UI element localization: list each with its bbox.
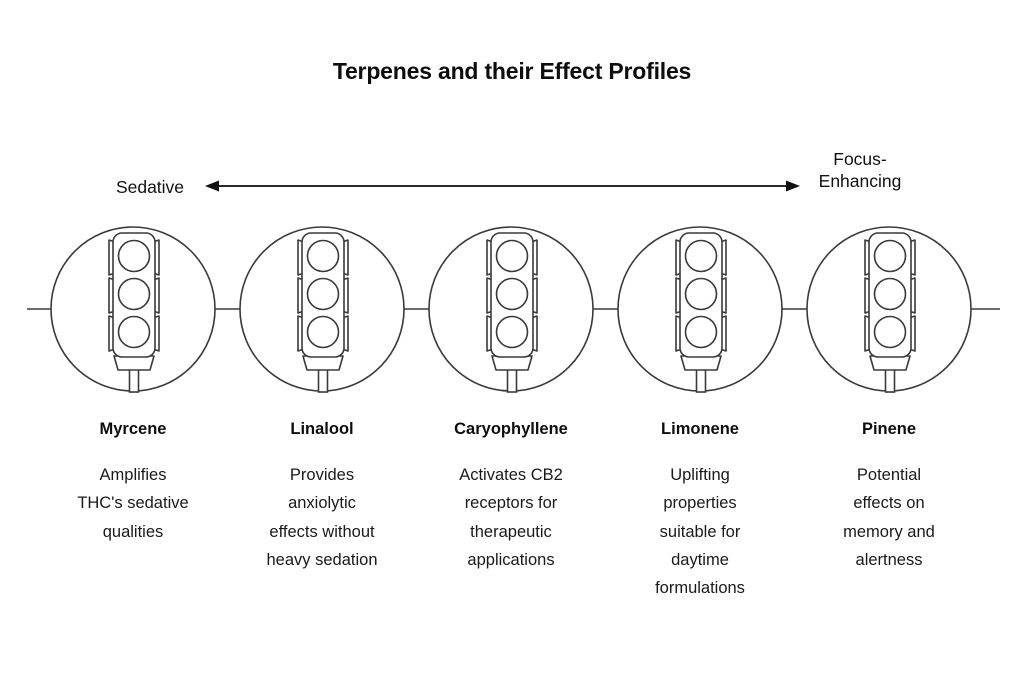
traffic-light-icon <box>864 232 916 393</box>
node-circle-myrcene <box>50 226 216 392</box>
node-description: Provides anxiolytic effects without heav… <box>266 465 378 569</box>
spectrum-left-label: Sedative <box>115 177 185 197</box>
node-label-pinene: Pinene Potential effects on memory and a… <box>801 420 977 574</box>
node-name: Caryophyllene <box>454 420 568 438</box>
node-description: Uplifting properties suitable for daytim… <box>655 465 745 598</box>
traffic-light-icon <box>297 232 349 393</box>
node-circle-pinene <box>806 226 972 392</box>
node-description: Activates CB2 receptors for therapeutic … <box>459 465 563 569</box>
node-label-linalool: Linalool Provides anxiolytic effects wit… <box>234 420 410 574</box>
node-name: Myrcene <box>99 420 167 438</box>
node-label-limonene: Limonene Uplifting properties suitable f… <box>612 420 788 603</box>
node-name: Limonene <box>661 420 739 438</box>
node-circle-limonene <box>617 226 783 392</box>
node-description: Potential effects on memory and alertnes… <box>843 465 935 569</box>
spectrum-arrow-icon <box>205 180 800 192</box>
node-name: Pinene <box>861 420 917 438</box>
node-label-myrcene: Myrcene Amplifies THC's sedative qualiti… <box>45 420 221 546</box>
node-circle-caryophyllene <box>428 226 594 392</box>
page-title: Terpenes and their Effect Profiles <box>332 58 692 84</box>
traffic-light-icon <box>486 232 538 393</box>
traffic-light-icon <box>675 232 727 393</box>
traffic-light-icon <box>108 232 160 393</box>
spectrum-right-label: Focus- Enhancing <box>818 149 902 192</box>
node-name: Linalool <box>290 420 354 438</box>
node-label-caryophyllene: Caryophyllene Activates CB2 receptors fo… <box>423 420 599 574</box>
node-description: Amplifies THC's sedative qualities <box>77 465 189 541</box>
node-circles <box>50 226 972 392</box>
node-circle-linalool <box>239 226 405 392</box>
